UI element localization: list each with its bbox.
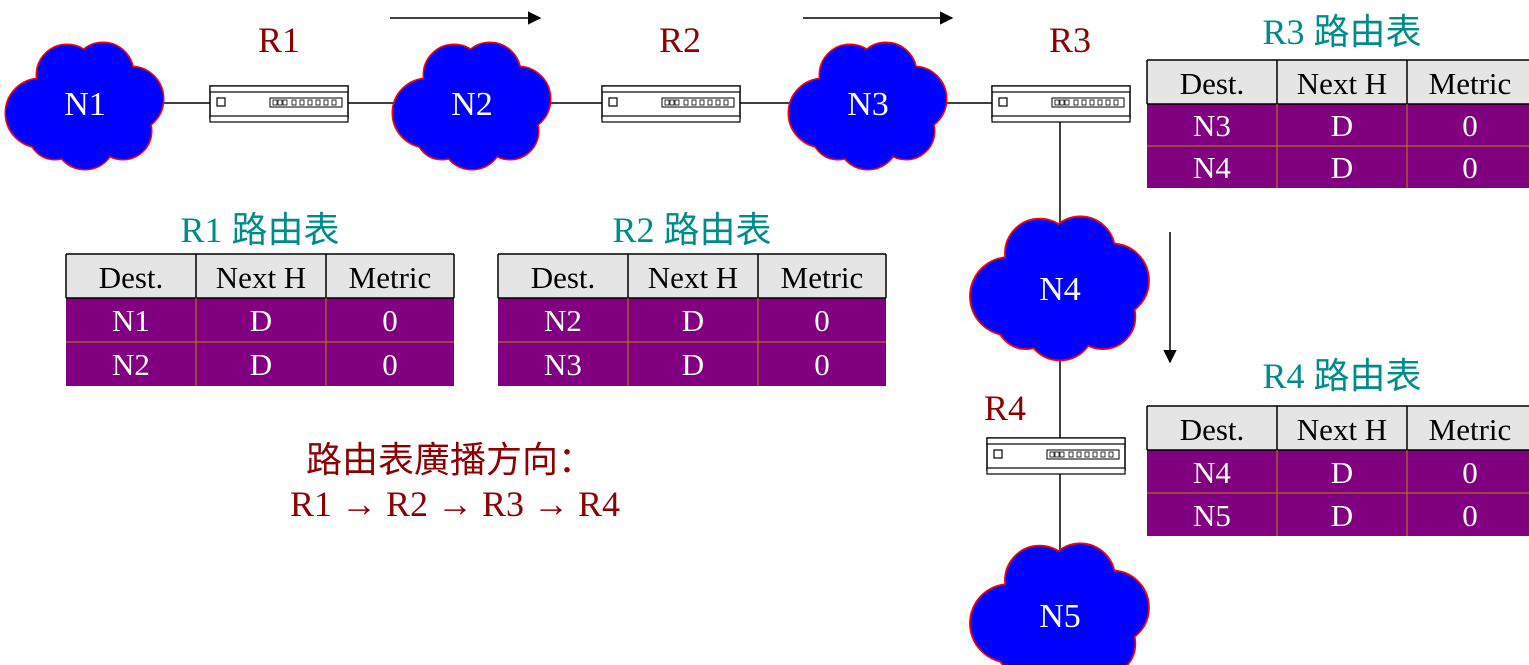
- cloud-label-n2: N2: [451, 86, 493, 123]
- table-header-dest: Dest.: [531, 260, 596, 295]
- router-icon: [986, 437, 1126, 475]
- table-cell: N5: [1193, 498, 1231, 533]
- table-cell: D: [682, 347, 704, 382]
- table-cell: N2: [544, 303, 582, 338]
- table-header-metric: Metric: [781, 260, 864, 295]
- router-icon: [991, 85, 1131, 123]
- table-cell: N3: [544, 347, 582, 382]
- table-cell: 0: [1462, 498, 1478, 533]
- table-cell: 0: [814, 303, 830, 338]
- router-r4: R4: [984, 388, 1126, 475]
- cloud-label-n3: N3: [847, 86, 889, 123]
- table-cell: 0: [1462, 455, 1478, 490]
- cloud-n4: N4: [969, 215, 1150, 362]
- cloud-n5: N5: [969, 542, 1150, 665]
- table-cell: N4: [1193, 455, 1231, 490]
- table-header-next-hop: Next H: [648, 260, 738, 295]
- table-cell: N3: [1193, 108, 1231, 143]
- table-cell: D: [1331, 498, 1353, 533]
- direction-arrows: [390, 11, 1177, 364]
- table-header-row: [498, 254, 886, 298]
- table-cell: D: [250, 303, 272, 338]
- table-title-r1: R1 路由表: [180, 210, 339, 250]
- routing-table-r3: R3 路由表 Dest. Next H Metric N3 D 0 N4 D 0: [1146, 12, 1529, 188]
- table-header-row: [1147, 60, 1529, 104]
- router-label-r4: R4: [984, 388, 1026, 428]
- table-cell: D: [1331, 455, 1353, 490]
- table-title-r3: R3 路由表: [1262, 12, 1421, 52]
- router-icon: [209, 85, 349, 123]
- table-cell: N4: [1193, 150, 1231, 185]
- broadcast-direction-note: 路由表廣播方向： R1 → R2 → R3 → R4: [290, 440, 620, 524]
- cloud-label-n4: N4: [1039, 271, 1081, 308]
- router-r3: R3: [991, 20, 1131, 123]
- table-cell: 0: [382, 303, 398, 338]
- cloud-n2: N2: [391, 41, 552, 171]
- cloud-label-n1: N1: [64, 86, 106, 123]
- table-title-r2: R2 路由表: [612, 210, 771, 250]
- note-line-1: 路由表廣播方向：: [306, 440, 594, 480]
- table-cell: 0: [382, 347, 398, 382]
- table-cell: 0: [1462, 108, 1478, 143]
- table-header-next-hop: Next H: [1297, 412, 1387, 447]
- note-line-2: R1 → R2 → R3 → R4: [290, 484, 620, 524]
- routing-table-r4: R4 路由表 Dest. Next H Metric N4 D 0 N5 D 0: [1146, 356, 1529, 536]
- table-header-dest: Dest.: [1180, 412, 1245, 447]
- table-header-dest: Dest.: [1180, 66, 1245, 101]
- routing-table-r1: R1 路由表 Dest. Next H Metric N1 D 0 N2 D 0: [65, 210, 455, 386]
- cloud-label-n5: N5: [1039, 598, 1081, 635]
- router-r1: R1: [209, 20, 349, 123]
- table-cell: N2: [112, 347, 150, 382]
- table-title-r4: R4 路由表: [1262, 356, 1421, 396]
- table-header-dest: Dest.: [99, 260, 164, 295]
- table-cell: D: [682, 303, 704, 338]
- table-cell: 0: [1462, 150, 1478, 185]
- router-r2: R2: [601, 20, 741, 123]
- table-cell: D: [250, 347, 272, 382]
- cloud-n3: N3: [787, 41, 948, 171]
- table-header-metric: Metric: [1429, 66, 1512, 101]
- routing-table-r2: R2 路由表 Dest. Next H Metric N2 D 0 N3 D 0: [497, 210, 887, 386]
- table-cell: D: [1331, 150, 1353, 185]
- cloud-n1: N1: [4, 41, 165, 171]
- router-label-r2: R2: [659, 20, 701, 60]
- router-icon: [601, 85, 741, 123]
- table-header-next-hop: Next H: [216, 260, 306, 295]
- table-cell: 0: [814, 347, 830, 382]
- table-header-metric: Metric: [1429, 412, 1512, 447]
- table-cell: N1: [112, 303, 150, 338]
- table-header-metric: Metric: [349, 260, 432, 295]
- table-header-row: [1147, 406, 1529, 450]
- router-label-r3: R3: [1049, 20, 1091, 60]
- router-label-r1: R1: [258, 20, 300, 60]
- table-cell: D: [1331, 108, 1353, 143]
- table-header-row: [66, 254, 454, 298]
- table-header-next-hop: Next H: [1297, 66, 1387, 101]
